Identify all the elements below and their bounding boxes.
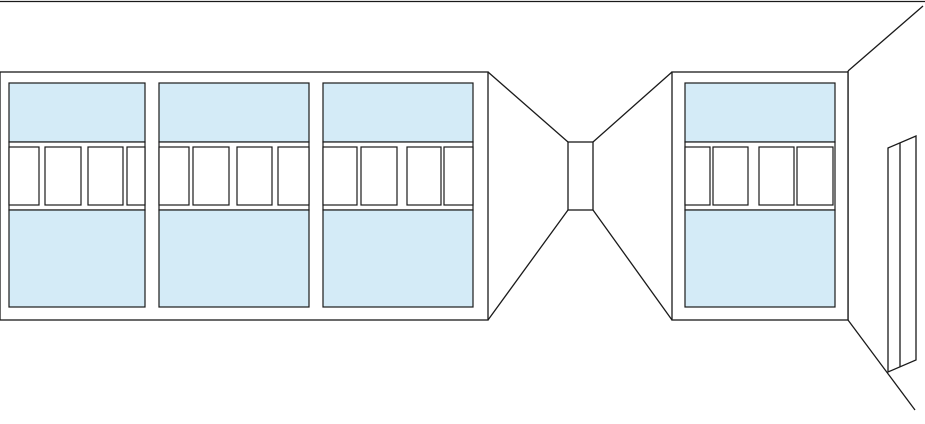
mullion-box — [796, 146, 834, 206]
right-corner-upper-edge — [847, 5, 924, 72]
mullion-box — [443, 146, 474, 206]
right-corner-lower-edge — [847, 319, 916, 411]
mullion-box — [360, 146, 398, 206]
mullion-box — [44, 146, 82, 206]
door-frame — [887, 135, 917, 373]
corridor-right-lower-edge — [592, 209, 673, 321]
mullion-box — [158, 146, 190, 206]
mullion-box — [87, 146, 124, 206]
lower-glass-pane — [322, 209, 474, 308]
mullion-box — [712, 146, 749, 206]
lower-glass-pane — [158, 209, 310, 308]
mullion-box — [406, 146, 442, 206]
mullion-box — [758, 146, 795, 206]
upper-glass-pane — [158, 82, 310, 143]
mullion-box — [192, 146, 230, 206]
far-end-opening — [567, 141, 594, 211]
left-bay-1 — [8, 82, 146, 308]
lower-glass-pane — [8, 209, 146, 308]
right-bay-1 — [684, 82, 836, 308]
corridor-right-upper-edge — [592, 71, 673, 143]
left-window-wall — [0, 71, 489, 321]
mullion-box — [322, 146, 358, 206]
mullion-box — [8, 146, 40, 206]
left-bay-3 — [322, 82, 474, 308]
lower-glass-pane — [684, 209, 836, 308]
corridor-perspective — [487, 71, 673, 321]
mullion-box — [684, 146, 711, 206]
right-window-wall — [671, 71, 849, 321]
upper-glass-pane — [684, 82, 836, 143]
mullion-box — [236, 146, 273, 206]
mullion-box — [126, 146, 146, 206]
mullion-box — [277, 146, 310, 206]
upper-glass-pane — [322, 82, 474, 143]
left-bay-2 — [158, 82, 310, 308]
upper-glass-pane — [8, 82, 146, 143]
side-door — [887, 135, 917, 373]
corridor-left-lower-edge — [487, 209, 569, 321]
corridor-left-upper-edge — [487, 71, 569, 143]
